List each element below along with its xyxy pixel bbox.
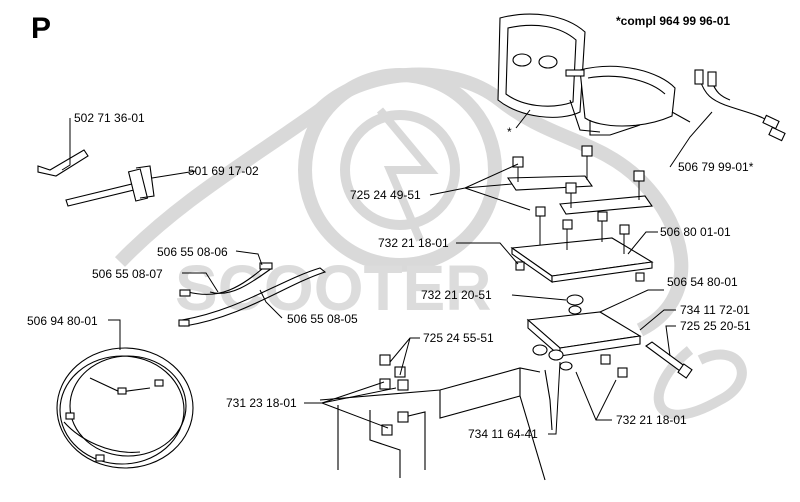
label-725-24-49-51: 725 24 49-51 xyxy=(350,188,421,202)
label-501-69-17-02: 501 69 17-02 xyxy=(188,164,259,178)
socket-wrench-tool xyxy=(65,165,155,207)
label-734-11-64-41: 734 11 64-41 xyxy=(468,427,538,441)
seat-part xyxy=(497,13,691,136)
label-506-55-08-07: 506 55 08-07 xyxy=(92,267,163,281)
label-732-21-18-01-bottom: 732 21 18-01 xyxy=(616,413,687,427)
leader-lines xyxy=(61,111,713,435)
label-506-55-08-05: 506 55 08-05 xyxy=(287,312,358,326)
label-506-80-01-01: 506 80 01-01 xyxy=(660,225,731,239)
seat-switch-harness xyxy=(694,69,786,142)
hex-key-tool xyxy=(37,149,89,177)
label-732-21-18-01-top: 732 21 18-01 xyxy=(378,236,449,250)
label-731-23-18-01: 731 23 18-01 xyxy=(226,396,297,410)
cable-set xyxy=(178,262,327,327)
label-506-94-80-01: 506 94 80-01 xyxy=(27,314,98,328)
label-502-71-36-01: 502 71 36-01 xyxy=(74,111,145,125)
slide-bracket xyxy=(526,294,642,378)
tractor-frame xyxy=(319,354,553,481)
watermark-text: SCOOTER xyxy=(175,252,491,324)
label-725-25-20-51: 725 25 20-51 xyxy=(680,319,751,333)
long-bolt xyxy=(645,341,693,379)
leader-line xyxy=(515,109,531,129)
seat-plate xyxy=(510,206,654,284)
section-letter: P xyxy=(31,12,51,45)
label-734-11-72-01: 734 11 72-01 xyxy=(680,303,750,317)
seat-rails xyxy=(506,145,653,215)
wiring-harness xyxy=(56,347,194,469)
label-725-24-55-51: 725 24 55-51 xyxy=(423,331,494,345)
label-506-55-08-06: 506 55 08-06 xyxy=(157,245,228,259)
complete-kit-note: *compl 964 99 96-01 xyxy=(616,14,730,28)
label-732-21-20-51: 732 21 20-51 xyxy=(421,288,492,302)
seat-asterisk: * xyxy=(507,125,512,139)
label-506-54-80-01: 506 54 80-01 xyxy=(667,275,738,289)
label-506-79-99-01: 506 79 99-01* xyxy=(678,160,754,174)
